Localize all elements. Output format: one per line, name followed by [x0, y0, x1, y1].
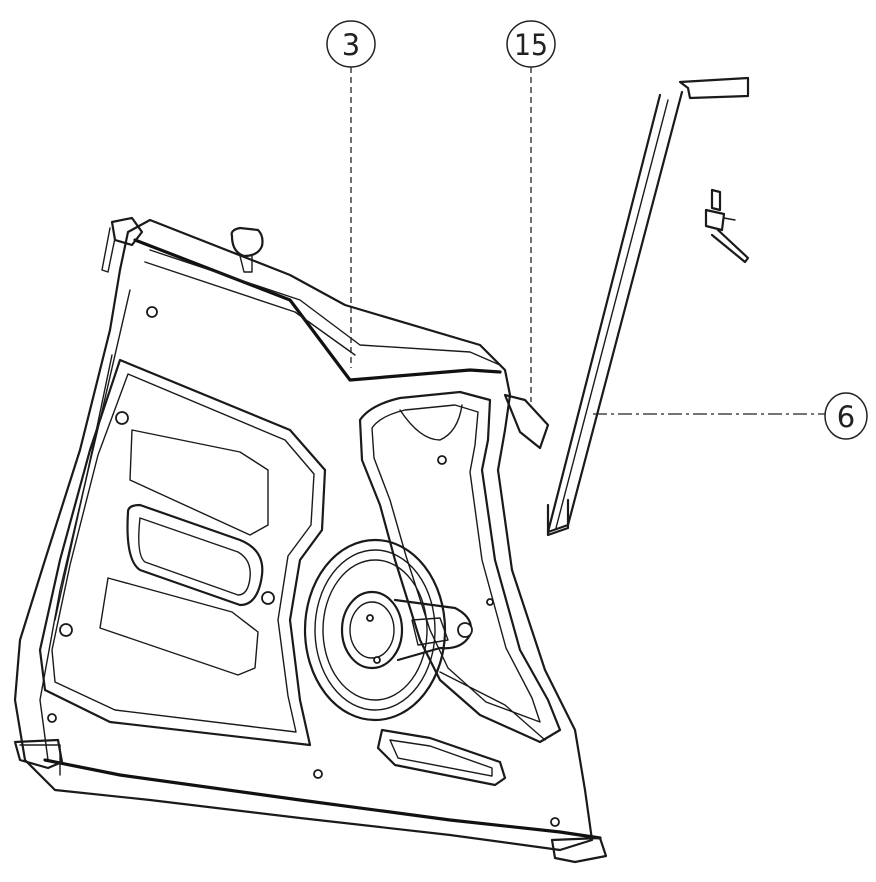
- callout-6: 6: [824, 392, 868, 440]
- frame-side-panel: [13, 216, 608, 864]
- seat-post-part: [546, 76, 750, 537]
- callout-15-label: 15: [514, 28, 548, 62]
- callout-3-label: 3: [342, 28, 360, 62]
- callout-15: 15: [506, 20, 556, 68]
- callout-3: 3: [326, 20, 376, 68]
- pin-bracket-part: [704, 188, 750, 264]
- callout-6-label: 6: [837, 400, 855, 434]
